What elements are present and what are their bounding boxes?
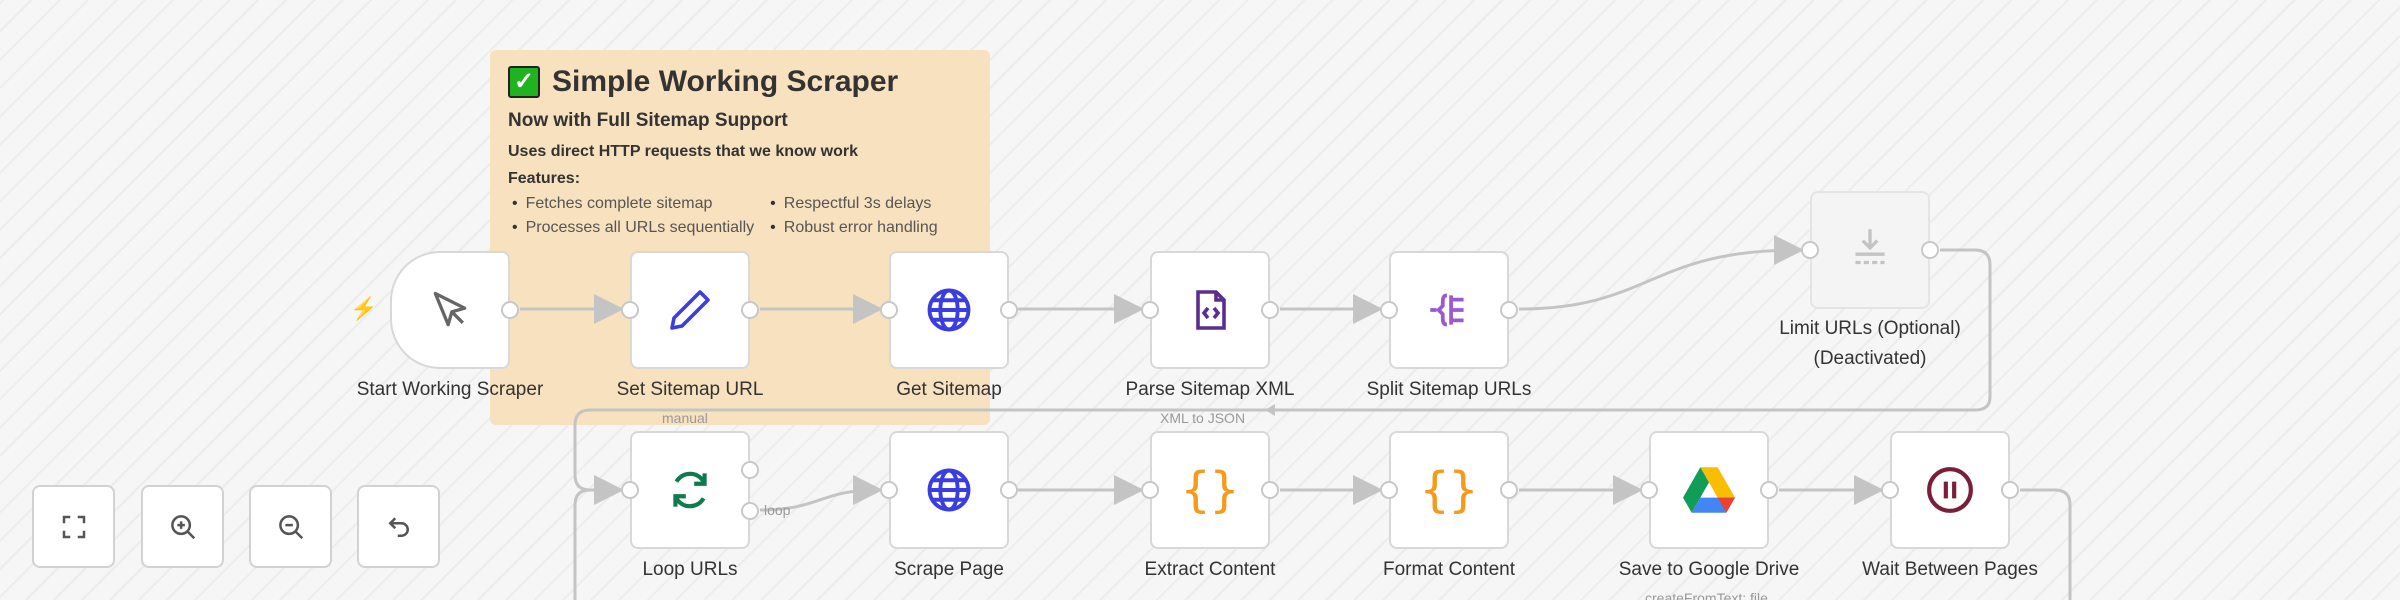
node-label: Get Sitemap (896, 379, 1002, 400)
node-label: Scrape Page (894, 559, 1004, 580)
input-port[interactable] (621, 481, 639, 499)
input-port[interactable] (1881, 481, 1899, 499)
node-label: Parse Sitemap XML (1125, 379, 1295, 400)
edge (573, 248, 1992, 505)
feature-item: Robust error handling (770, 216, 938, 240)
sticky-subtitle: Now with Full Sitemap Support (508, 110, 788, 131)
braces-icon: {} (1420, 462, 1478, 518)
node-set-sitemap-url[interactable] (621, 251, 759, 369)
sticky-title: ✓ Simple Working Scraper (508, 64, 972, 100)
edge (2020, 488, 2072, 600)
input-port[interactable] (880, 301, 898, 319)
node-split-sitemap-urls[interactable] (1380, 251, 1518, 369)
undo-icon (387, 516, 409, 537)
zoom-out-icon (278, 514, 303, 539)
output-port[interactable] (2001, 481, 2019, 499)
node-label: Save to Google Drive (1618, 559, 1800, 580)
input-port[interactable] (1801, 241, 1819, 259)
node-parse-sitemap-xml[interactable] (1141, 251, 1279, 369)
reset-zoom-button[interactable] (357, 485, 440, 568)
input-port[interactable] (1640, 481, 1658, 499)
pencil-icon (670, 290, 710, 330)
code-file-icon (1196, 290, 1226, 330)
node-label: Wait Between Pages (1862, 559, 2038, 580)
output-port[interactable] (1500, 481, 1518, 499)
output-port[interactable] (501, 301, 519, 319)
return-arrow (1265, 404, 1275, 416)
node-format-content[interactable]: {} (1380, 431, 1518, 549)
feature-item: Respectful 3s delays (770, 192, 937, 216)
node-get-sitemap[interactable] (880, 251, 1018, 369)
output-port[interactable] (1000, 481, 1018, 499)
node-label: Extract Content (1144, 559, 1276, 580)
limit-icon (1855, 229, 1885, 265)
node-wait-between-pages[interactable] (1881, 431, 2019, 549)
input-port[interactable] (1141, 481, 1159, 499)
features-heading: Features: (508, 170, 581, 187)
output-port[interactable] (741, 301, 759, 319)
zoom-in-button[interactable] (141, 485, 224, 568)
feature-item: Fetches complete sitemap (512, 192, 754, 216)
node-label-line: Limit URLs (Optional) (1779, 318, 1961, 339)
done-output-port[interactable] (741, 461, 759, 479)
trigger-bolt-icon: ⚡ (350, 296, 378, 321)
pause-icon (1927, 467, 1973, 513)
input-port[interactable] (880, 481, 898, 499)
node-subtitle: createFromText: file (1645, 590, 1768, 600)
globe-icon (927, 288, 971, 332)
zoom-in-icon (170, 514, 195, 539)
output-port[interactable] (1261, 301, 1279, 319)
sticky-tagline: Uses direct HTTP requests that we know w… (508, 143, 859, 160)
edge (759, 475, 883, 512)
output-port[interactable] (1261, 481, 1279, 499)
zoom-out-button[interactable] (249, 485, 332, 568)
sticky-note[interactable]: ✓ Simple Working Scraper Now with Full Si… (490, 50, 990, 425)
feature-item: Processes all URLs sequentially (512, 216, 755, 240)
sticky-title-text: Simple Working Scraper (552, 65, 899, 98)
node-label: Limit URLs (Optional) (Deactivated) (1740, 316, 2000, 372)
node-extract-content[interactable]: {} (1141, 431, 1279, 549)
fit-view-button[interactable] (32, 485, 115, 568)
input-port[interactable] (1380, 481, 1398, 499)
split-icon (1430, 293, 1464, 327)
edge (573, 488, 591, 600)
braces-icon: {} (1181, 462, 1239, 518)
node-start-working-scraper[interactable] (390, 251, 519, 369)
edge (1518, 235, 1804, 311)
node-limit-urls[interactable] (1801, 191, 1939, 309)
cursor-icon (433, 291, 467, 327)
node-label: Loop URLs (642, 559, 738, 580)
loop-output-port[interactable] (741, 502, 759, 520)
node-label: Start Working Scraper (356, 379, 544, 400)
output-port[interactable] (1760, 481, 1778, 499)
node-subtitle: manual (662, 410, 708, 426)
google-drive-icon (1683, 467, 1735, 513)
input-port[interactable] (1141, 301, 1159, 319)
output-port[interactable] (1921, 241, 1939, 259)
node-label: Split Sitemap URLs (1366, 379, 1532, 400)
node-subtitle: XML to JSON (1160, 410, 1246, 426)
input-port[interactable] (1380, 301, 1398, 319)
loop-output-label: loop (764, 502, 791, 518)
check-icon: ✓ (508, 66, 540, 98)
node-label: Set Sitemap URL (616, 379, 764, 400)
globe-icon (927, 468, 971, 512)
input-port[interactable] (621, 301, 639, 319)
node-loop-urls[interactable] (621, 431, 759, 549)
node-save-to-google-drive[interactable] (1640, 431, 1778, 549)
output-port[interactable] (1000, 301, 1018, 319)
fit-view-icon (62, 515, 85, 538)
output-port[interactable] (1500, 301, 1518, 319)
node-label: Format Content (1383, 559, 1515, 580)
node-scrape-page[interactable] (880, 431, 1018, 549)
node-label-status: (Deactivated) (1813, 348, 1927, 369)
features-list: Fetches complete sitemap Processes all U… (508, 192, 972, 240)
loop-icon (673, 471, 707, 509)
